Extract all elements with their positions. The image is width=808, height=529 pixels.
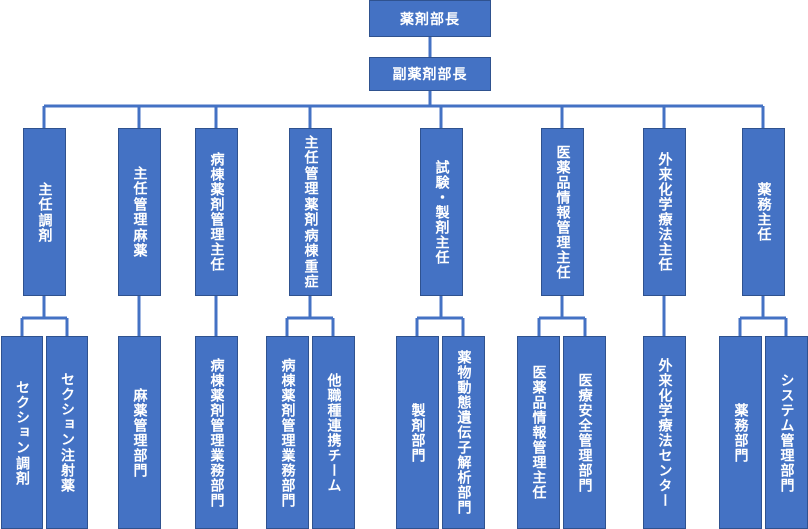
division-label-line: 病棟 xyxy=(302,228,319,258)
subunit-label: 医療安全管理部門 xyxy=(576,372,593,493)
subunit-box-pharmacy-affairs: 薬務部門 xyxy=(719,336,762,529)
director-box: 薬剤部長 xyxy=(369,0,491,37)
division-box-dispensing: 調剤主任 xyxy=(23,128,66,296)
division-label: 試験・製剤主任 xyxy=(433,159,450,265)
deputy-director-box: 副薬剤部長 xyxy=(369,57,491,91)
subunit-label: 薬務部門 xyxy=(732,402,749,463)
division-box-narcotics: 麻薬管理主任 xyxy=(118,128,161,296)
subunit-label: 医薬品情報管理主任 xyxy=(530,365,547,500)
subunit-box-interprofessional-team: 他職種連携チーム xyxy=(312,336,355,529)
subunit-label-line: セクション xyxy=(59,372,75,447)
division-box-pharmacy-affairs: 薬務主任 xyxy=(742,128,785,296)
division-label: 調剤主任 xyxy=(37,182,53,243)
subunit-box-narcotics-management: 麻薬管理部門 xyxy=(118,336,161,529)
division-box-drug-info: 医薬品情報管理主任 xyxy=(541,128,584,296)
subunit-label: 病棟薬剤管理業務部門 xyxy=(208,357,225,508)
division-label: 麻薬管理主任 xyxy=(132,166,148,258)
division-label-line: 調剤 xyxy=(36,212,53,243)
division-label-line: 重症 xyxy=(302,259,319,289)
deputy-director-label: 副薬剤部長 xyxy=(392,67,468,83)
subunit-box-medical-safety: 医療安全管理部門 xyxy=(563,336,606,529)
subunit-label: 調剤セクション xyxy=(14,380,30,486)
subunit-label: システム管理部門 xyxy=(778,372,795,493)
subunit-label: 薬物動態遺伝子解析部門 xyxy=(455,350,472,515)
division-label-line: 主任 xyxy=(131,166,148,196)
division-label: 外来化学療法主任 xyxy=(656,152,673,272)
division-box-ward: 病棟薬剤管理主任 xyxy=(195,128,238,296)
division-label: 重症病棟薬剤管理主任 xyxy=(303,135,319,289)
division-box-trial-preparation: 試験・製剤主任 xyxy=(420,128,463,296)
subunit-label: 外来化学療法センター xyxy=(656,357,673,508)
division-label-line: 主任 xyxy=(36,181,53,212)
division-box-outpatient-chemo: 外来化学療法主任 xyxy=(643,128,686,296)
division-label-line: 麻薬 xyxy=(131,228,148,258)
subunit-box-ward-pharmacy-operations: 病棟薬剤管理業務部門 xyxy=(195,336,238,529)
division-label-line: 管理 xyxy=(302,166,319,196)
subunit-label-line: 注射薬 xyxy=(59,448,75,493)
subunit-box-preparation: 製剤部門 xyxy=(396,336,439,529)
subunit-box-pk-genetic-analysis: 薬物動態遺伝子解析部門 xyxy=(442,336,485,529)
division-label: 医薬品情報管理主任 xyxy=(554,144,571,280)
division-label: 薬務主任 xyxy=(755,182,772,242)
subunit-label-line: 調剤 xyxy=(14,455,30,486)
division-box-critical-ward: 重症病棟薬剤管理主任 xyxy=(289,128,332,296)
subunit-label: 麻薬管理部門 xyxy=(131,387,148,478)
division-label-line: 主任 xyxy=(302,135,319,165)
subunit-box-drug-info-management: 医薬品情報管理主任 xyxy=(517,336,560,529)
subunit-box-outpatient-chemo-center: 外来化学療法センター xyxy=(643,336,686,529)
director-label: 薬剤部長 xyxy=(400,11,460,28)
subunit-label: 病棟薬剤管理業務部門 xyxy=(279,357,296,508)
division-label-line: 薬剤 xyxy=(302,197,319,227)
subunit-box-critical-ward-operations: 病棟薬剤管理業務部門 xyxy=(266,336,309,529)
subunit-label: 注射薬セクション xyxy=(59,372,75,493)
subunit-label: 製剤部門 xyxy=(409,402,426,463)
subunit-label-line: セクション xyxy=(14,379,30,455)
division-label: 病棟薬剤管理主任 xyxy=(208,152,225,272)
subunit-box-system-management: システム管理部門 xyxy=(765,336,808,529)
subunit-label: 他職種連携チーム xyxy=(325,372,342,493)
subunit-box-injection-section: 注射薬セクション xyxy=(46,336,88,529)
division-label-line: 管理 xyxy=(131,197,148,227)
subunit-box-dispensing-section: 調剤セクション xyxy=(1,336,43,529)
